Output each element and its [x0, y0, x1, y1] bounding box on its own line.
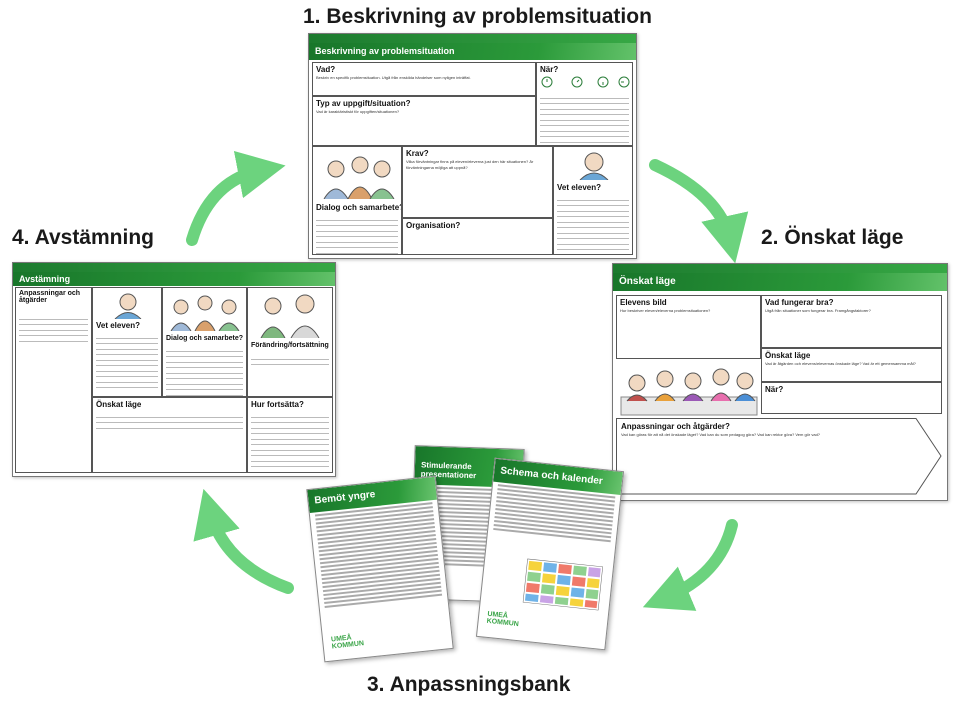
doc4-vet-lines: [96, 333, 158, 388]
group-discussion-icon: [170, 295, 240, 331]
doc4-header: Avstämning: [13, 272, 335, 286]
doc4-anp-lines: [19, 314, 88, 342]
arrow-3-to-4: [193, 488, 294, 594]
doc1-topbar: [309, 34, 636, 43]
doc4-forandring-cell: Förändring/fortsättning: [247, 287, 333, 397]
students-at-table-icon: [620, 368, 758, 416]
bank-doc-a-text: [310, 502, 447, 609]
doc4-forandring-title: Förändring/fortsättning: [251, 342, 329, 349]
doc2-vad-fungerar-desc: Utgå från situationer som fungerar bra. …: [765, 308, 871, 313]
doc1-typ-title: Typ av uppgift/situation?: [316, 99, 411, 108]
stage-3-label: 3. Anpassningsbank: [367, 673, 571, 696]
doc1-nar-cell: När?: [536, 62, 633, 146]
doc1-krav-title: Krav?: [406, 149, 429, 158]
bank-doc-schema: Schema och kalender UMEÅ KOMMUN: [475, 457, 625, 651]
stage-2-label: 2. Önskat läge: [761, 226, 904, 249]
doc2-elevens-bild-cell: Elevens bild Hur beskriver eleven/elever…: [616, 295, 761, 359]
doc4-hur-title: Hur fortsätta?: [251, 400, 304, 409]
doc1-dialog-cell: Dialog och samarbete?: [312, 146, 402, 255]
doc1-dialog-title: Dialog och samarbete?: [316, 203, 402, 212]
umea-kommun-logo: UMEÅ KOMMUN: [330, 634, 365, 651]
stage-1-label: 1. Beskrivning av problemsituation: [303, 5, 652, 28]
doc4-anp-cell: Anpassningar och åtgärder: [15, 287, 92, 473]
doc1-krav-desc: Vilka förväntningar finns på eleven/elev…: [406, 159, 534, 170]
boy-thinking-icon: [579, 152, 609, 180]
doc2-elevens-bild-title: Elevens bild: [620, 298, 667, 307]
doc1-org-title: Organisation?: [406, 221, 461, 230]
doc4-hur-cell: Hur fortsätta?: [247, 397, 333, 473]
doc4-topbar: [13, 263, 335, 272]
doc4-hur-lines: [251, 412, 329, 467]
doc2-onskat-cell: Önskat läge Vad är åtgärden och elevens/…: [761, 348, 942, 382]
doc2-anp-desc: Vad kan göras för att nå det önskade läg…: [621, 432, 821, 437]
doc2-header: Önskat läge: [613, 273, 947, 291]
clock-icons: [541, 76, 630, 88]
doc-onskat-lage: Önskat läge Elevens bild Hur beskriver e…: [612, 263, 948, 501]
doc4-onskat-title: Önskat läge: [96, 400, 142, 409]
doc1-vet-cell: Vet eleven?: [553, 146, 633, 255]
doc4-dialog-cell: Dialog och samarbete?: [162, 287, 247, 397]
doc1-krav-cell: Krav? Vilka förväntningar finns på eleve…: [402, 146, 553, 218]
doc1-typ-desc: Vad är karaktäristiskt för uppgiften/sit…: [316, 109, 400, 114]
doc2-nar-cell: När?: [761, 382, 942, 414]
doc1-org-cell: Organisation?: [402, 218, 553, 255]
doc2-nar-title: När?: [765, 385, 784, 394]
arrow-2-to-3: [642, 519, 738, 611]
doc1-nar-lines: [540, 93, 629, 145]
doc2-vad-fungerar-cell: Vad fungerar bra? Utgå från situationer …: [761, 295, 942, 348]
doc4-anp-title: Anpassningar och åtgärder: [19, 290, 81, 304]
umea-kommun-logo-2: UMEÅ KOMMUN: [486, 610, 520, 629]
doc1-vad-cell: Vad? Beskriv en specifik problemsituatio…: [312, 62, 536, 96]
doc2-vad-fungerar-title: Vad fungerar bra?: [765, 298, 834, 307]
doc2-elevens-bild-desc: Hur beskriver eleven/eleverna problemsit…: [620, 308, 711, 313]
doc4-onskat-lines: [96, 412, 243, 429]
doc-beskrivning: Beskrivning av problemsituation Vad? Bes…: [308, 33, 637, 259]
doc2-anp-title: Anpassningar och åtgärder?: [621, 422, 730, 431]
doc1-nar-title: När?: [540, 65, 559, 74]
doc4-vet-cell: Vet eleven?: [92, 287, 162, 397]
bank-doc-bemot-yngre: Bemöt yngre UMEÅ KOMMUN: [306, 475, 454, 663]
doc4-dialog-lines: [166, 346, 243, 396]
doc2-onskat-desc: Vad är åtgärden och elevens/elevernas ön…: [765, 361, 916, 366]
arrow-1-to-2: [649, 159, 749, 264]
doc4-onskat-cell: Önskat läge: [92, 397, 247, 473]
doc4-forandring-lines: [251, 354, 329, 365]
doc1-vad-title: Vad?: [316, 65, 336, 74]
doc1-vet-lines: [557, 195, 629, 250]
schedule-grid-icon: [522, 558, 603, 611]
doc1-header: Beskrivning av problemsituation: [309, 43, 636, 60]
doc1-typ-cell: Typ av uppgift/situation? Vad är karaktä…: [312, 96, 536, 146]
doc4-dialog-title: Dialog och samarbete?: [166, 335, 244, 342]
doc1-dialog-lines: [316, 215, 398, 254]
doc1-vet-title: Vet eleven?: [557, 183, 602, 192]
people-talking-icon: [323, 156, 395, 199]
stage-4-label: 4. Avstämning: [12, 226, 154, 249]
doc2-onskat-title: Önskat läge: [765, 351, 811, 360]
boy-icon: [114, 293, 142, 319]
doc2-topbar: [613, 264, 947, 273]
arrow-4-to-1: [186, 150, 286, 246]
doc1-vad-desc: Beskriv en specifik problemsituation. Ut…: [316, 75, 471, 80]
doc4-vet-title: Vet eleven?: [96, 321, 141, 330]
doc-avstamning: Avstämning Anpassningar och åtgärder Vet…: [12, 262, 336, 477]
teacher-and-girl-icon: [260, 294, 320, 338]
